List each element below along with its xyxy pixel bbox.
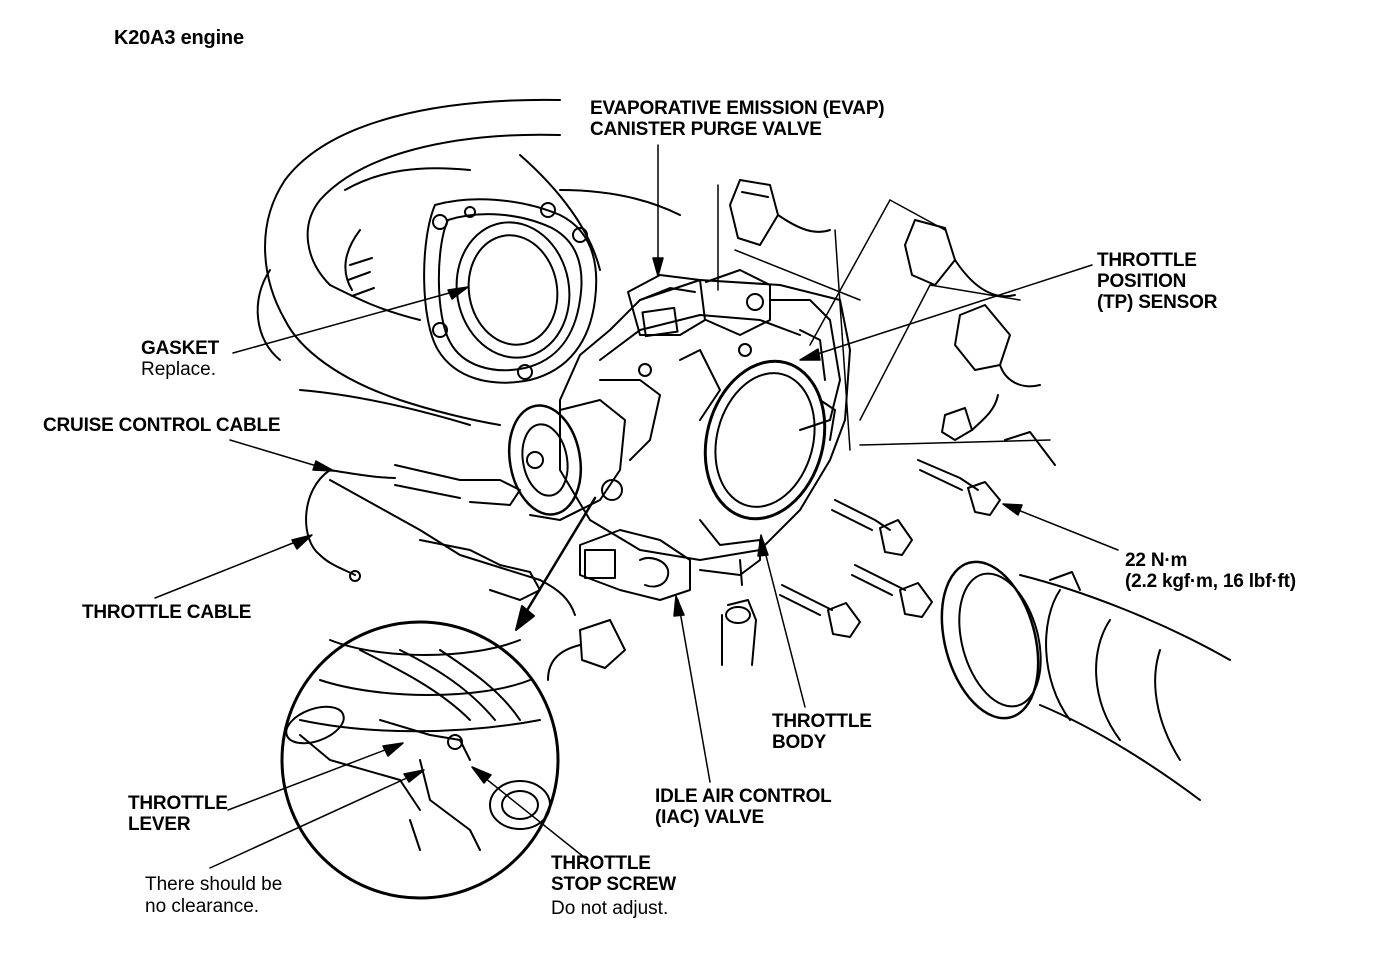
label-tp-line1: THROTTLE <box>1097 250 1197 271</box>
vacuum-fitting <box>721 559 757 666</box>
air-intake-duct <box>940 560 1231 801</box>
label-iac-valve: IDLE AIR CONTROL (IAC) VALVE <box>655 786 832 828</box>
note-gasket: Replace. <box>141 359 216 380</box>
label-torque-line1: 22 N·m <box>1125 550 1188 571</box>
label-gasket: GASKET <box>141 338 219 359</box>
note-lever-line2: no clearance. <box>145 896 260 917</box>
label-iac-line2: (IAC) VALVE <box>655 807 764 828</box>
label-throttle-body-line1: THROTTLE <box>772 711 872 732</box>
label-stop-line2: STOP SCREW <box>551 874 677 895</box>
label-throttle-cable: THROTTLE CABLE <box>82 602 252 623</box>
label-lever-line2: LEVER <box>128 814 191 835</box>
tp-sensor <box>769 299 841 441</box>
detail-arrow <box>515 496 597 631</box>
label-torque-spec: 22 N·m (2.2 kgf·m, 16 lbf·ft) <box>1125 550 1296 592</box>
label-tp-line3: (TP) SENSOR <box>1097 292 1218 313</box>
note-throttle-lever: There should be no clearance. <box>145 874 282 918</box>
label-stop-line1: THROTTLE <box>551 853 651 874</box>
intake-manifold <box>256 98 681 426</box>
connector-evap <box>729 179 831 246</box>
label-iac-line1: IDLE AIR CONTROL <box>655 786 832 807</box>
label-torque-line2: (2.2 kgf·m, 16 lbf·ft) <box>1125 571 1296 592</box>
label-evap-line2: CANISTER PURGE VALVE <box>590 119 822 140</box>
iac-valve <box>579 529 691 601</box>
evap-purge-valve <box>627 269 771 338</box>
label-evap-purge-valve: EVAPORATIVE EMISSION (EVAP) CANISTER PUR… <box>590 98 885 140</box>
label-throttle-stop-screw: THROTTLE STOP SCREW <box>551 853 676 895</box>
label-tp-sensor: THROTTLE POSITION (TP) SENSOR <box>1097 250 1217 313</box>
connector-leader-lines <box>717 184 1051 451</box>
label-cruise-control-cable: CRUISE CONTROL CABLE <box>43 415 281 436</box>
label-throttle-lever: THROTTLE LEVER <box>128 793 228 835</box>
note-throttle-stop-screw: Do not adjust. <box>551 898 669 919</box>
detail-callout-circle <box>280 620 560 900</box>
throttle-drum <box>507 399 626 521</box>
page-title: K20A3 engine <box>114 27 244 49</box>
connector-lower <box>547 619 626 681</box>
connector-tp <box>904 219 1016 298</box>
mounting-bolts <box>779 459 1001 638</box>
label-leaders <box>154 144 1119 869</box>
label-throttle-body-line2: BODY <box>772 732 827 753</box>
label-evap-line1: EVAPORATIVE EMISSION (EVAP) <box>590 98 885 119</box>
label-throttle-body: THROTTLE BODY <box>772 711 872 753</box>
gasket <box>423 198 598 384</box>
note-lever-line1: There should be <box>145 874 283 895</box>
tp-harness-plug <box>941 304 1056 466</box>
cables <box>305 464 576 616</box>
throttle-body <box>559 279 851 576</box>
label-lever-line1: THROTTLE <box>128 793 228 814</box>
label-tp-line2: POSITION <box>1097 271 1187 292</box>
